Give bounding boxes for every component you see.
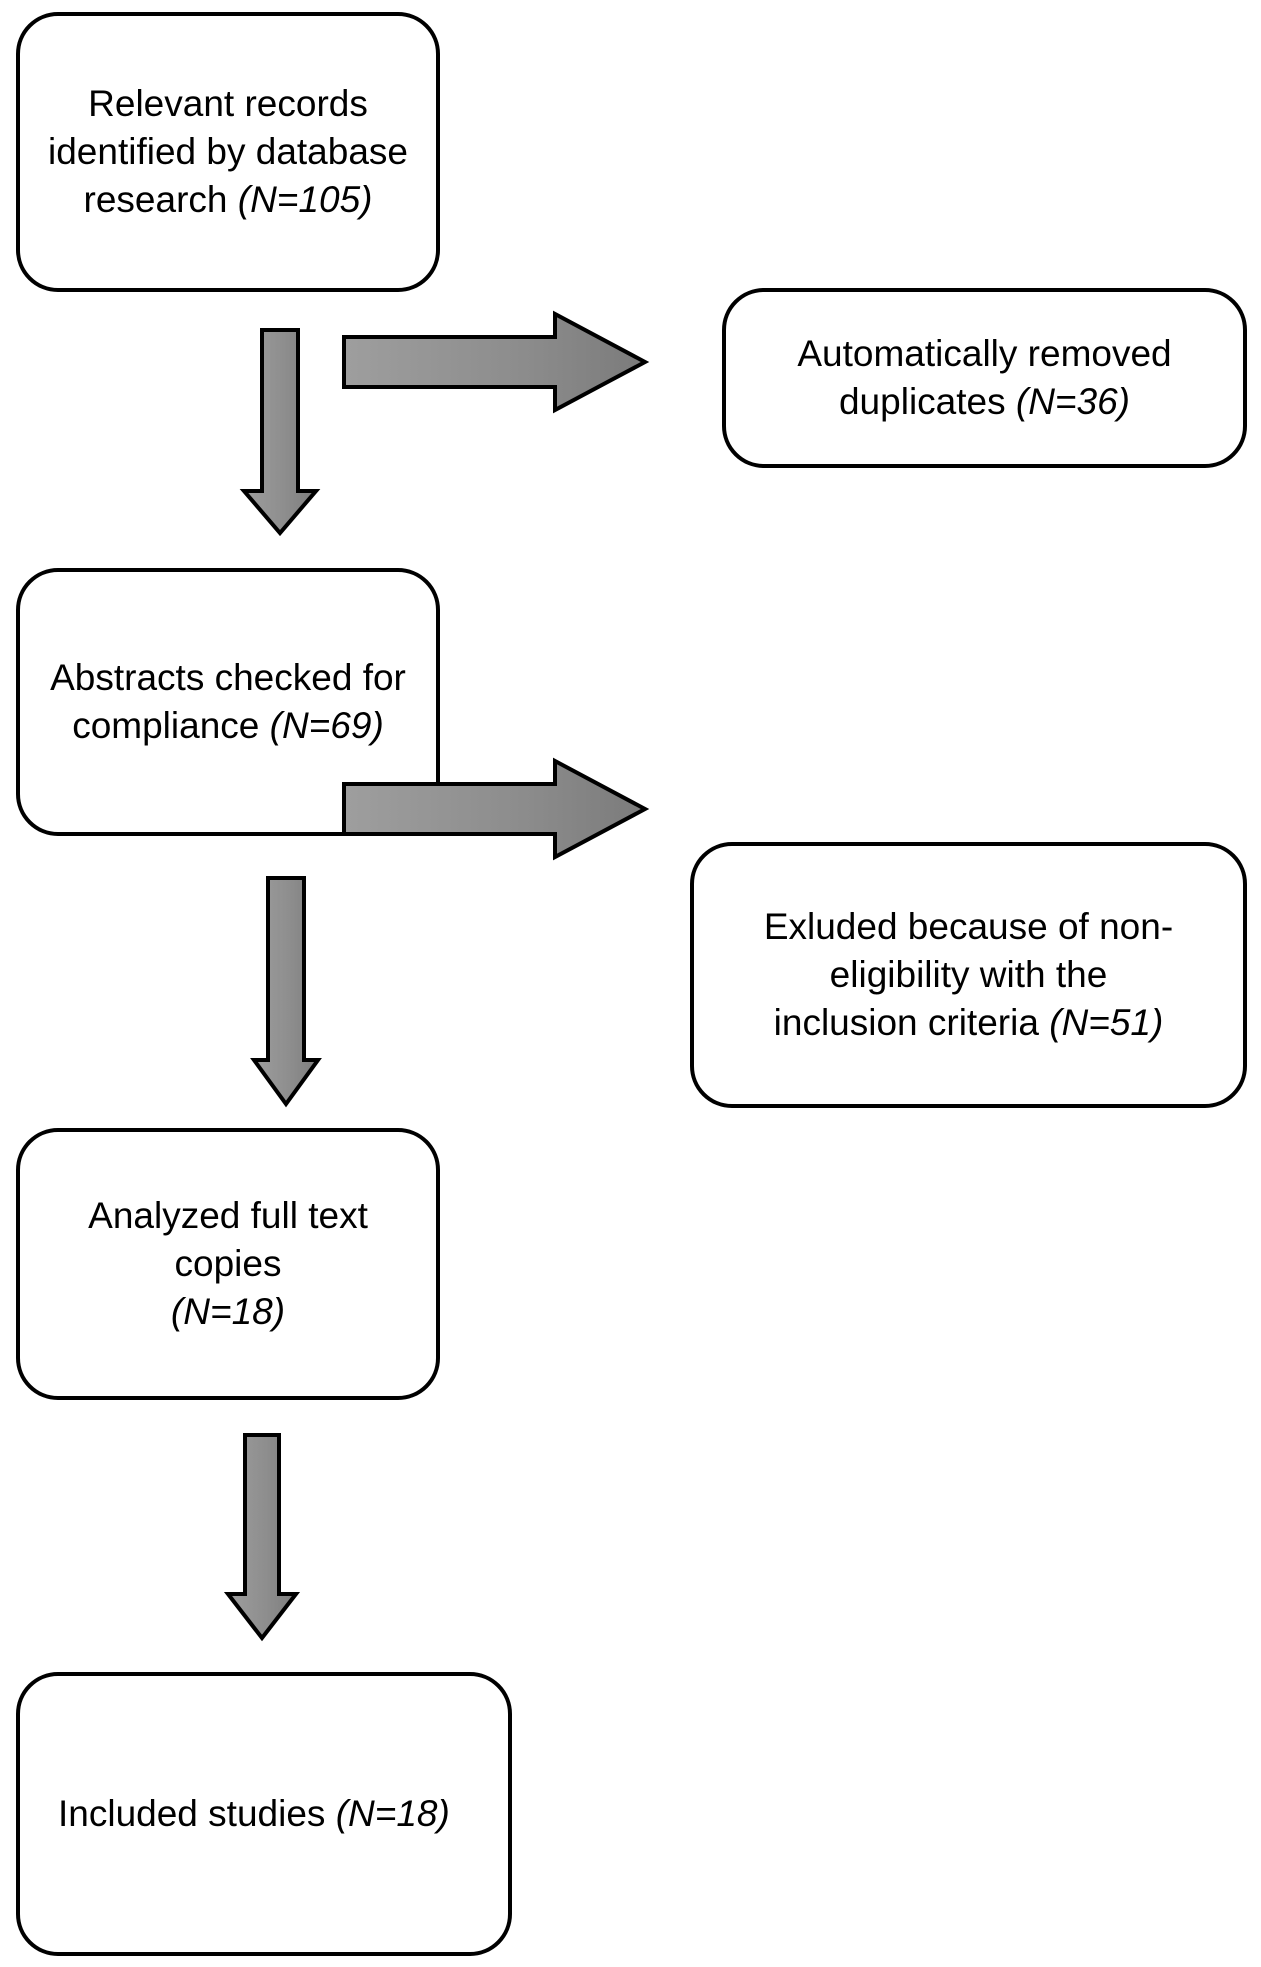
node-included-studies-text: Included studies (N=18) bbox=[20, 1790, 508, 1838]
node-excluded-records[interactable]: Exluded because of non- eligibility with… bbox=[690, 842, 1247, 1108]
line-1: Automatically removed bbox=[797, 332, 1172, 374]
line-2: compliance bbox=[72, 705, 270, 746]
line-1: Abstracts checked for bbox=[50, 656, 406, 698]
line-1: Exluded because of non- bbox=[763, 905, 1174, 947]
arrow-identified-to-abstracts bbox=[222, 328, 321, 537]
line-2: identified by database bbox=[48, 130, 408, 172]
node-analyzed-full-text-text: Analyzed full text copies (N=18) bbox=[20, 1192, 436, 1336]
line-2: duplicates bbox=[838, 381, 1016, 422]
line-3: inclusion criteria bbox=[773, 1002, 1050, 1044]
arrow-analyzed-to-included bbox=[200, 1432, 310, 1644]
line-1: Relevant records bbox=[88, 82, 368, 124]
node-abstracts-checked-text: Abstracts checked for compliance (N=69) bbox=[20, 654, 436, 750]
count-badge-duplicates: (N=36) bbox=[1015, 381, 1131, 422]
count-badge-identified: (N=105) bbox=[237, 179, 373, 221]
count-badge-analyzed: (N=18) bbox=[170, 1291, 286, 1333]
node-analyzed-full-text[interactable]: Analyzed full text copies (N=18) bbox=[16, 1128, 440, 1400]
node-abstracts-checked[interactable]: Abstracts checked for compliance (N=69) bbox=[16, 568, 440, 836]
line-1: Analyzed full text copies bbox=[88, 1194, 368, 1284]
arrow-identified-to-duplicates bbox=[340, 308, 660, 418]
arrow-abstracts-to-excluded bbox=[340, 755, 660, 865]
count-badge-abstracts: (N=69) bbox=[269, 705, 384, 746]
line-2: eligibility with the bbox=[829, 953, 1108, 995]
node-relevant-records-text: Relevant records identified by database … bbox=[20, 80, 436, 224]
node-excluded-records-text: Exluded because of non- eligibility with… bbox=[694, 903, 1243, 1047]
count-badge-included: (N=18) bbox=[335, 1792, 450, 1834]
node-removed-duplicates-text: Automatically removed duplicates (N=36) bbox=[726, 330, 1243, 426]
line-1: Included studies bbox=[58, 1792, 336, 1834]
arrow-abstracts-to-analyzed bbox=[222, 876, 322, 1108]
node-removed-duplicates[interactable]: Automatically removed duplicates (N=36) bbox=[722, 288, 1247, 468]
count-badge-excluded: (N=51) bbox=[1049, 1002, 1164, 1044]
node-relevant-records[interactable]: Relevant records identified by database … bbox=[16, 12, 440, 292]
node-included-studies[interactable]: Included studies (N=18) bbox=[16, 1672, 512, 1956]
line-3: research bbox=[83, 179, 238, 221]
